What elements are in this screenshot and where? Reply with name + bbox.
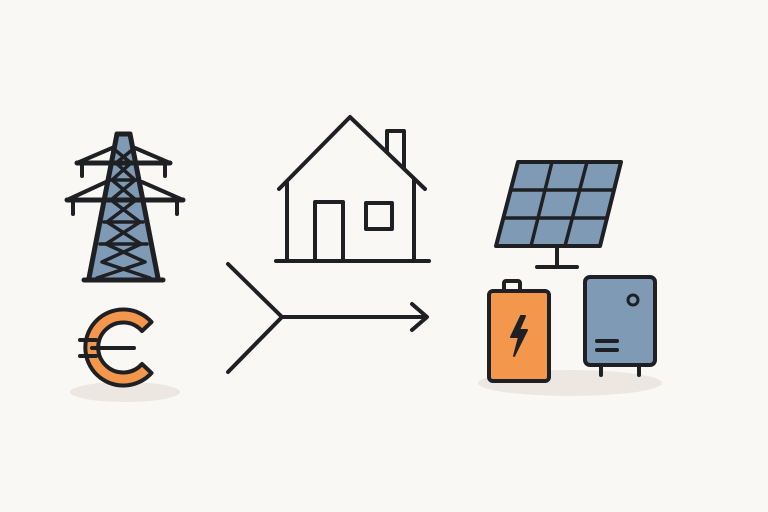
inverter-icon [583, 275, 657, 377]
battery-icon [487, 279, 551, 383]
left-ground-shadow [70, 382, 180, 402]
euro-sign-icon [78, 307, 154, 388]
merge-arrow-icon [226, 262, 429, 374]
solar-panel-icon [494, 160, 623, 269]
lightning-bolt-icon [510, 315, 528, 357]
house-icon [274, 115, 431, 263]
power-pylon-icon [64, 131, 186, 283]
